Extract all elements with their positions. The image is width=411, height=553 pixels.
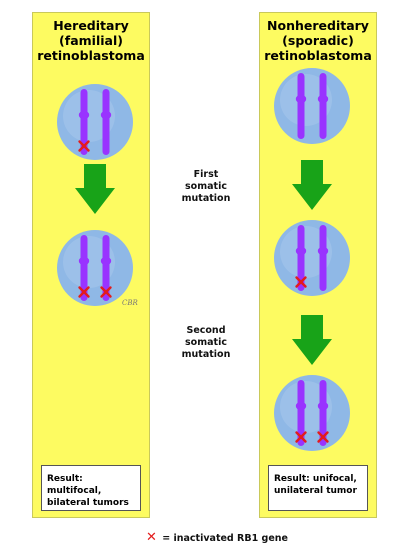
left-cell1-cell bbox=[57, 84, 133, 160]
right-cell1-chr1-centromere bbox=[295, 94, 307, 104]
legend: ✕ = inactivated RB1 gene bbox=[146, 530, 288, 545]
left-cell2-chr2-chromosome bbox=[102, 235, 110, 301]
sporadic-result-text: Result: unifocal, unilateral tumor bbox=[274, 474, 357, 496]
right-cell1-chr1-chromosome bbox=[297, 73, 305, 139]
right-step2-arrow bbox=[292, 315, 332, 365]
left-cell2-chr1-centromere bbox=[78, 256, 90, 266]
right-cell3-cell bbox=[274, 375, 350, 451]
sporadic-title: Nonhereditary (sporadic) retinoblastoma bbox=[264, 18, 372, 63]
right-cell3-chr1-centromere bbox=[295, 401, 307, 411]
left-cell2-chr1-mutation-x-icon-stroke bbox=[78, 286, 90, 298]
right-cell3-chr2-mutation-x-icon-stroke bbox=[317, 431, 329, 443]
second-mutation-label: Second somatic mutation bbox=[181, 325, 231, 360]
artist-signature: CBR bbox=[122, 299, 139, 307]
left-cell1-chr2-centromere bbox=[100, 110, 112, 120]
right-cell2-cell bbox=[274, 220, 350, 296]
right-cell3-chr2-chromosome bbox=[319, 380, 327, 446]
right-cell3-chr2-centromere bbox=[317, 401, 329, 411]
hereditary-result-box: Result: multifocal, bilateral tumors bbox=[41, 465, 141, 511]
legend-text: = inactivated RB1 gene bbox=[162, 533, 288, 544]
right-cell2-chr1-chromosome bbox=[297, 225, 305, 291]
first-mutation-label: First somatic mutation bbox=[181, 169, 231, 204]
right-cell3-chr1-chromosome bbox=[297, 380, 305, 446]
right-cell1-cell bbox=[274, 68, 350, 144]
hereditary-result-text: Result: multifocal, bilateral tumors bbox=[47, 474, 129, 508]
left-step1-arrow bbox=[75, 164, 115, 214]
right-cell1-chr2-centromere bbox=[317, 94, 329, 104]
right-step1-arrow bbox=[292, 160, 332, 210]
right-cell1-chr2-chromosome bbox=[319, 73, 327, 139]
right-cell2-chr1-mutation-x-icon-stroke bbox=[295, 276, 307, 288]
sporadic-result-box: Result: unifocal, unilateral tumor bbox=[268, 465, 368, 511]
left-cell2-chr1-chromosome bbox=[80, 235, 88, 301]
left-cell1-chr1-chromosome bbox=[80, 89, 88, 155]
hereditary-title: Hereditary (familial) retinoblastoma bbox=[37, 18, 145, 63]
right-cell2-chr2-chromosome bbox=[319, 225, 327, 291]
right-cell3-chr1-mutation-x-icon-stroke bbox=[295, 431, 307, 443]
left-cell1-chr1-mutation-x-icon-stroke bbox=[78, 140, 90, 152]
left-cell2-chr2-centromere bbox=[100, 256, 112, 266]
right-cell2-chr2-centromere bbox=[317, 246, 329, 256]
mutation-x-icon: ✕ bbox=[146, 530, 157, 545]
left-cell1-chr1-centromere bbox=[78, 110, 90, 120]
right-cell2-chr1-centromere bbox=[295, 246, 307, 256]
left-cell2-chr2-mutation-x-icon-stroke bbox=[100, 286, 112, 298]
left-cell1-chr2-chromosome bbox=[102, 89, 110, 155]
left-cell2-cell bbox=[57, 230, 133, 306]
